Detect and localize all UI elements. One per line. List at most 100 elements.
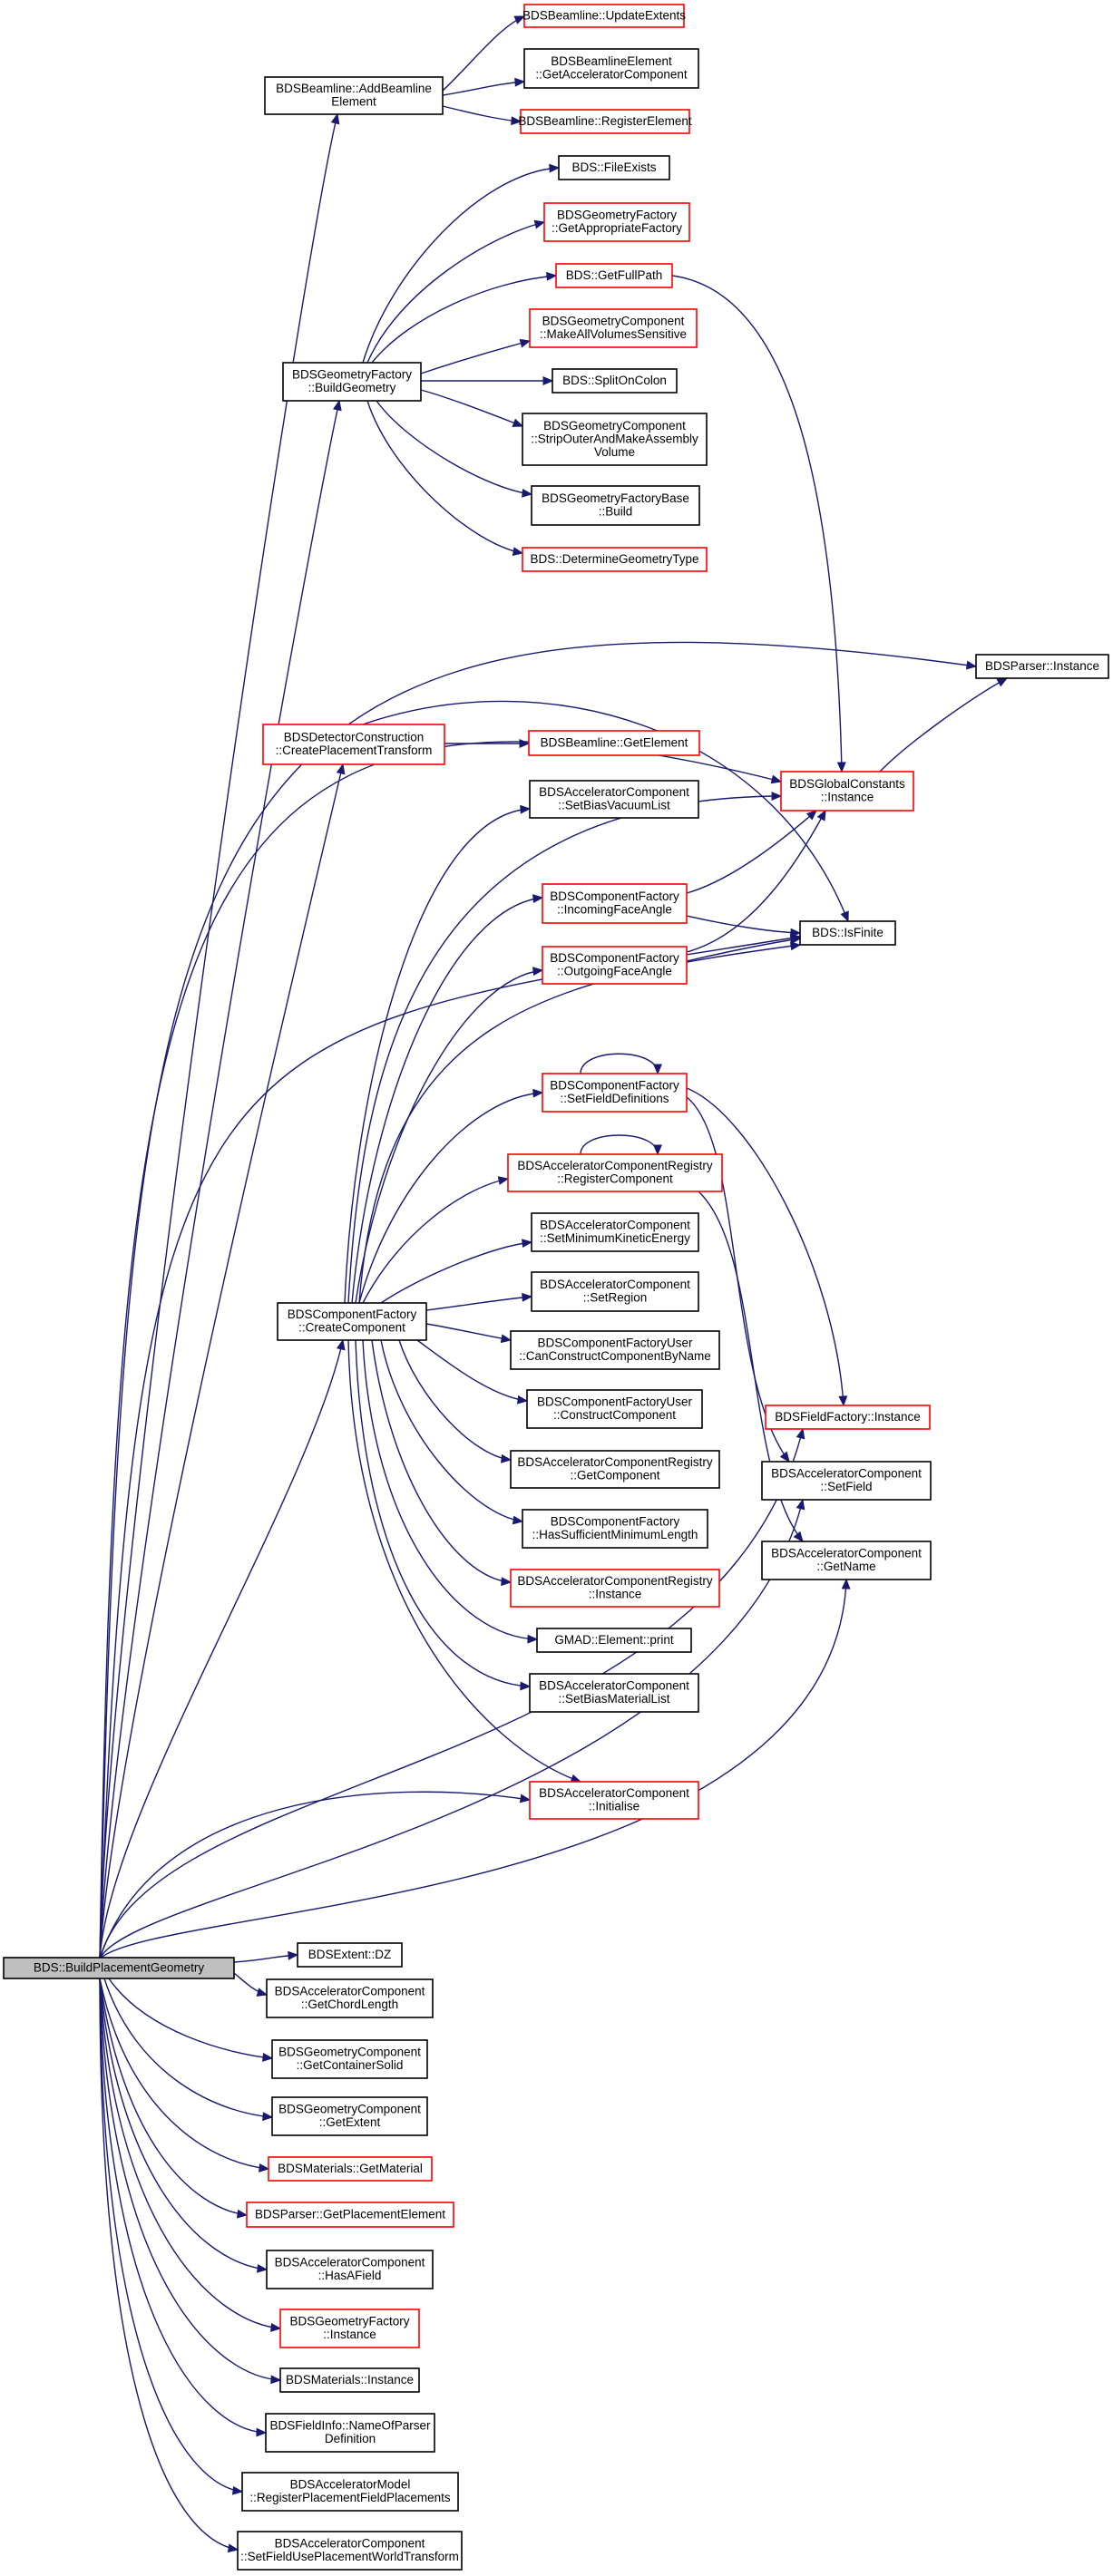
node-label: ::StripOuterAndMakeAssembly [531,432,698,445]
edge-line [99,113,338,1959]
node-materialsInstance[interactable]: BDSMaterials::Instance [279,2367,420,2393]
arrowhead [789,935,802,945]
edge-root-to-getChordLength [233,1972,268,1997]
node-box [558,155,670,180]
node-registryGetComponent[interactable]: BDSAcceleratorComponentRegistry::GetComp… [510,1450,720,1489]
node-makeAllVolumesSensitive[interactable]: BDSGeometryComponent::MakeAllVolumesSens… [529,308,698,348]
node-label: ::SetMinimumKineticEnergy [540,1231,690,1245]
edge-root-to-parserInstance [99,641,978,1959]
node-constructComponent[interactable]: BDSComponentFactoryUser::ConstructCompon… [526,1389,703,1429]
edge-line [686,810,826,953]
node-getMaterial[interactable]: BDSMaterials::GetMaterial [268,2156,433,2182]
edge-createComponent-to-incomingFaceAngle [351,894,544,1304]
node-label: ::SetField [820,1480,872,1493]
node-box [297,1942,403,1968]
node-registerPlacementFieldPlacements[interactable]: BDSAcceleratorModel::RegisterPlacementFi… [241,2472,459,2512]
node-getContainerSolid[interactable]: BDSGeometryComponent::GetContainerSolid [271,2039,428,2079]
node-isFinite[interactable]: BDS::IsFinite [799,920,896,946]
edge-line [420,340,531,374]
arrowhead [231,2485,244,2495]
node-getPlacementElement[interactable]: BDSParser::GetPlacementElement [246,2202,454,2228]
node-parserInstance[interactable]: BDSParser::Instance [975,654,1109,679]
node-createPlacementTransform[interactable]: BDSDetectorConstruction::CreatePlacement… [262,724,445,765]
node-hasAField[interactable]: BDSAcceleratorComponent::HasAField [266,2250,434,2289]
edge-line [425,1296,532,1311]
edge-line [366,221,545,364]
node-canConstruct[interactable]: BDSComponentFactoryUser::CanConstructCom… [510,1330,720,1370]
node-stripOuter[interactable]: BDSGeometryComponent::StripOuterAndMakeA… [522,413,708,466]
node-hasSufficientMinLength[interactable]: BDSComponentFactory::HasSufficientMinimu… [522,1509,708,1549]
node-buildGeometry[interactable]: BDSGeometryFactory::BuildGeometry [282,362,422,402]
node-registerElement[interactable]: BDSBeamline::RegisterElement [518,109,692,134]
node-globalConstants[interactable]: BDSGlobalConstants::Instance [780,771,914,812]
node-blElemGetAcc[interactable]: BDSBeamlineElement::GetAcceleratorCompon… [523,48,699,89]
node-gmadPrint[interactable]: GMAD::Element::print [536,1628,692,1653]
edge-createComponent-to-hasSufficientMinLength [380,1339,524,1525]
node-getAppropriateFactory[interactable]: BDSGeometryFactory::GetAppropriateFactor… [543,202,690,242]
node-label: BDSAcceleratorComponent [275,1985,425,1998]
node-label: ::RegisterComponent [557,1172,673,1186]
node-label: BDSComponentFactory [551,1515,680,1529]
node-blGetElement[interactable]: BDSBeamline::GetElement [528,730,700,756]
node-label: ::GetChordLength [301,1998,398,2011]
node-extentDZ[interactable]: BDSExtent::DZ [297,1942,403,1968]
edge-line [99,1978,248,2216]
node-setMinKinEnergy[interactable]: BDSAcceleratorComponent::SetMinimumKinet… [531,1212,699,1252]
node-updateExtents[interactable]: BDSBeamline::UpdateExtents [522,4,686,28]
edge-line [398,1339,512,1461]
node-box [531,485,700,526]
node-splitOnColon[interactable]: BDS::SplitOnColon [552,368,678,394]
node-determineGeometryType[interactable]: BDS::DetermineGeometryType [522,547,708,572]
node-box [522,413,708,466]
arrowhead [549,163,561,173]
node-getFullPath[interactable]: BDS::GetFullPath [555,263,673,288]
node-box [543,202,690,242]
node-getChordLength[interactable]: BDSAcceleratorComponent::GetChordLength [266,1978,434,2018]
edge-line [671,275,843,773]
edge-registerComponent-to-registerComponent [580,1134,662,1156]
node-createComponent[interactable]: BDSComponentFactory::CreateComponent [277,1302,427,1341]
node-box [265,2413,435,2453]
node-fileExists[interactable]: BDS::FileExists [558,155,670,180]
edge-line [362,1178,509,1304]
node-fieldFactoryInstance[interactable]: BDSFieldFactory::Instance [765,1405,931,1430]
node-setFieldUsePlacementWorldTransform[interactable]: BDSAcceleratorComponent::SetFieldUsePlac… [237,2531,463,2571]
node-box [522,1509,708,1549]
edge-line [380,1241,532,1304]
arrowhead [653,1144,662,1156]
node-setRegion[interactable]: BDSAcceleratorComponent::SetRegion [531,1271,699,1312]
node-setFieldDefinitions[interactable]: BDSComponentFactory::SetFieldDefinitions [542,1073,688,1113]
node-registryInstance[interactable]: BDSAcceleratorComponentRegistry::Instanc… [510,1569,720,1608]
node-label: ::GetComponent [570,1469,659,1482]
node-factoryBaseBuild[interactable]: BDSGeometryFactoryBase::Build [531,485,700,526]
node-incomingFaceAngle[interactable]: BDSComponentFactory::IncomingFaceAngle [542,883,688,924]
node-setBiasVacuumList[interactable]: BDSAcceleratorComponent::SetBiasVacuumLi… [529,780,699,819]
arrowhead [522,1239,533,1249]
node-box [520,109,690,134]
node-registerComponent[interactable]: BDSAcceleratorComponentRegistry::Registe… [507,1153,723,1192]
node-geometryFactoryInstance[interactable]: BDSGeometryFactory::Instance [279,2309,420,2348]
node-setField[interactable]: BDSAcceleratorComponent::SetField [761,1461,932,1501]
arrowhead [500,1453,513,1463]
node-getName[interactable]: BDSAcceleratorComponent::GetName [761,1541,932,1580]
node-getExtent[interactable]: BDSGeometryComponent::GetExtent [271,2096,428,2136]
arrowhead [532,894,544,903]
edge-root-to-createComponent [99,1338,346,1959]
arrowhead [514,77,526,87]
edge-line [420,389,523,427]
node-label: BDSGeometryFactory [557,209,677,222]
arrowhead [512,547,524,557]
node-root[interactable]: BDS::BuildPlacementGeometry [3,1957,235,1979]
node-box [264,76,444,115]
edge-root-to-hasAField [99,1978,268,2273]
node-label: BDSGeometryFactory [289,2315,409,2328]
arrowhead [805,810,817,821]
node-outgoingFaceAngle[interactable]: BDSComponentFactory::OutgoingFaceAngle [542,946,688,985]
node-setBiasMaterialList[interactable]: BDSAcceleratorComponent::SetBiasMaterial… [529,1673,699,1713]
node-initialise[interactable]: BDSAcceleratorComponent::Initialise [529,1781,699,1820]
edge-root-to-buildGeometry [99,399,342,1959]
edge-line [425,1323,512,1341]
edge-line [99,1978,239,2551]
